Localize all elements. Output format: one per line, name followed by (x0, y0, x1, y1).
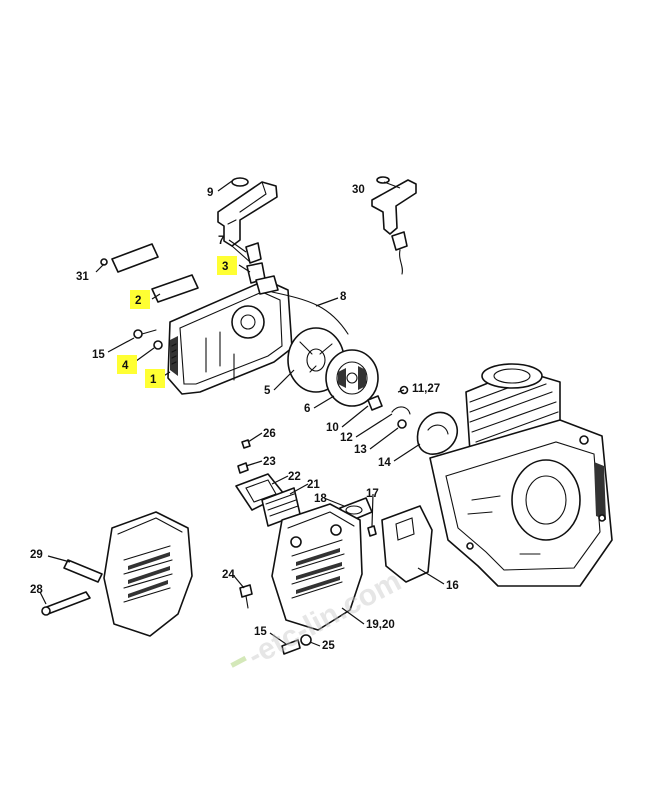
air-filter (416, 411, 459, 455)
engine-crankcase (429, 363, 613, 587)
fan-housing (133, 275, 293, 395)
alternate-handle (371, 176, 417, 275)
highlight-boxes (117, 256, 237, 388)
callout-15: 15 (92, 349, 105, 361)
callout-10: 10 (326, 422, 339, 434)
leader-lines (39, 180, 445, 647)
callout-16: 16 (446, 580, 459, 592)
callout-28: 28 (30, 584, 43, 596)
callout-18: 18 (314, 493, 327, 505)
callout-24: 24 (222, 569, 235, 581)
callout-25: 25 (322, 640, 335, 652)
callout-31: 31 (76, 271, 89, 283)
callout-15-lower: 15 (254, 626, 267, 638)
callout-6: 6 (304, 403, 310, 415)
callout-21: 21 (307, 479, 320, 491)
callout-29: 29 (30, 549, 43, 561)
callout-1: 1 (150, 374, 157, 386)
muffler-screws (239, 584, 312, 655)
cover-plates (100, 243, 199, 303)
callout-8: 8 (340, 291, 347, 303)
callout-13: 13 (354, 444, 367, 456)
rope-pulley-rotor (271, 291, 411, 429)
highlight-1 (145, 369, 165, 388)
callout-9: 9 (207, 187, 213, 199)
callout-5: 5 (264, 385, 271, 397)
callout-26: 26 (263, 428, 276, 440)
callout-12: 12 (340, 432, 353, 444)
highlight-2 (130, 290, 150, 309)
callout-labels: 9 30 7 31 3 2 8 15 4 1 5 11,27 6 10 12 2… (30, 184, 459, 652)
highlight-4 (117, 355, 137, 374)
callout-4: 4 (122, 360, 129, 372)
callout-7: 7 (218, 235, 224, 247)
callout-11-27: 11,27 (412, 383, 440, 395)
highlight-3 (217, 256, 237, 275)
heat-shield (381, 505, 433, 583)
callout-30: 30 (352, 184, 365, 196)
callout-14: 14 (378, 457, 391, 469)
callout-22: 22 (288, 471, 301, 483)
muffler-left (41, 511, 193, 637)
callout-17: 17 (366, 488, 379, 500)
starter-handle (217, 177, 278, 284)
callout-23: 23 (263, 456, 276, 468)
callout-19-20: 19,20 (366, 619, 395, 631)
callout-3: 3 (222, 261, 228, 273)
muffler-right (271, 503, 363, 631)
callout-2: 2 (135, 295, 141, 307)
